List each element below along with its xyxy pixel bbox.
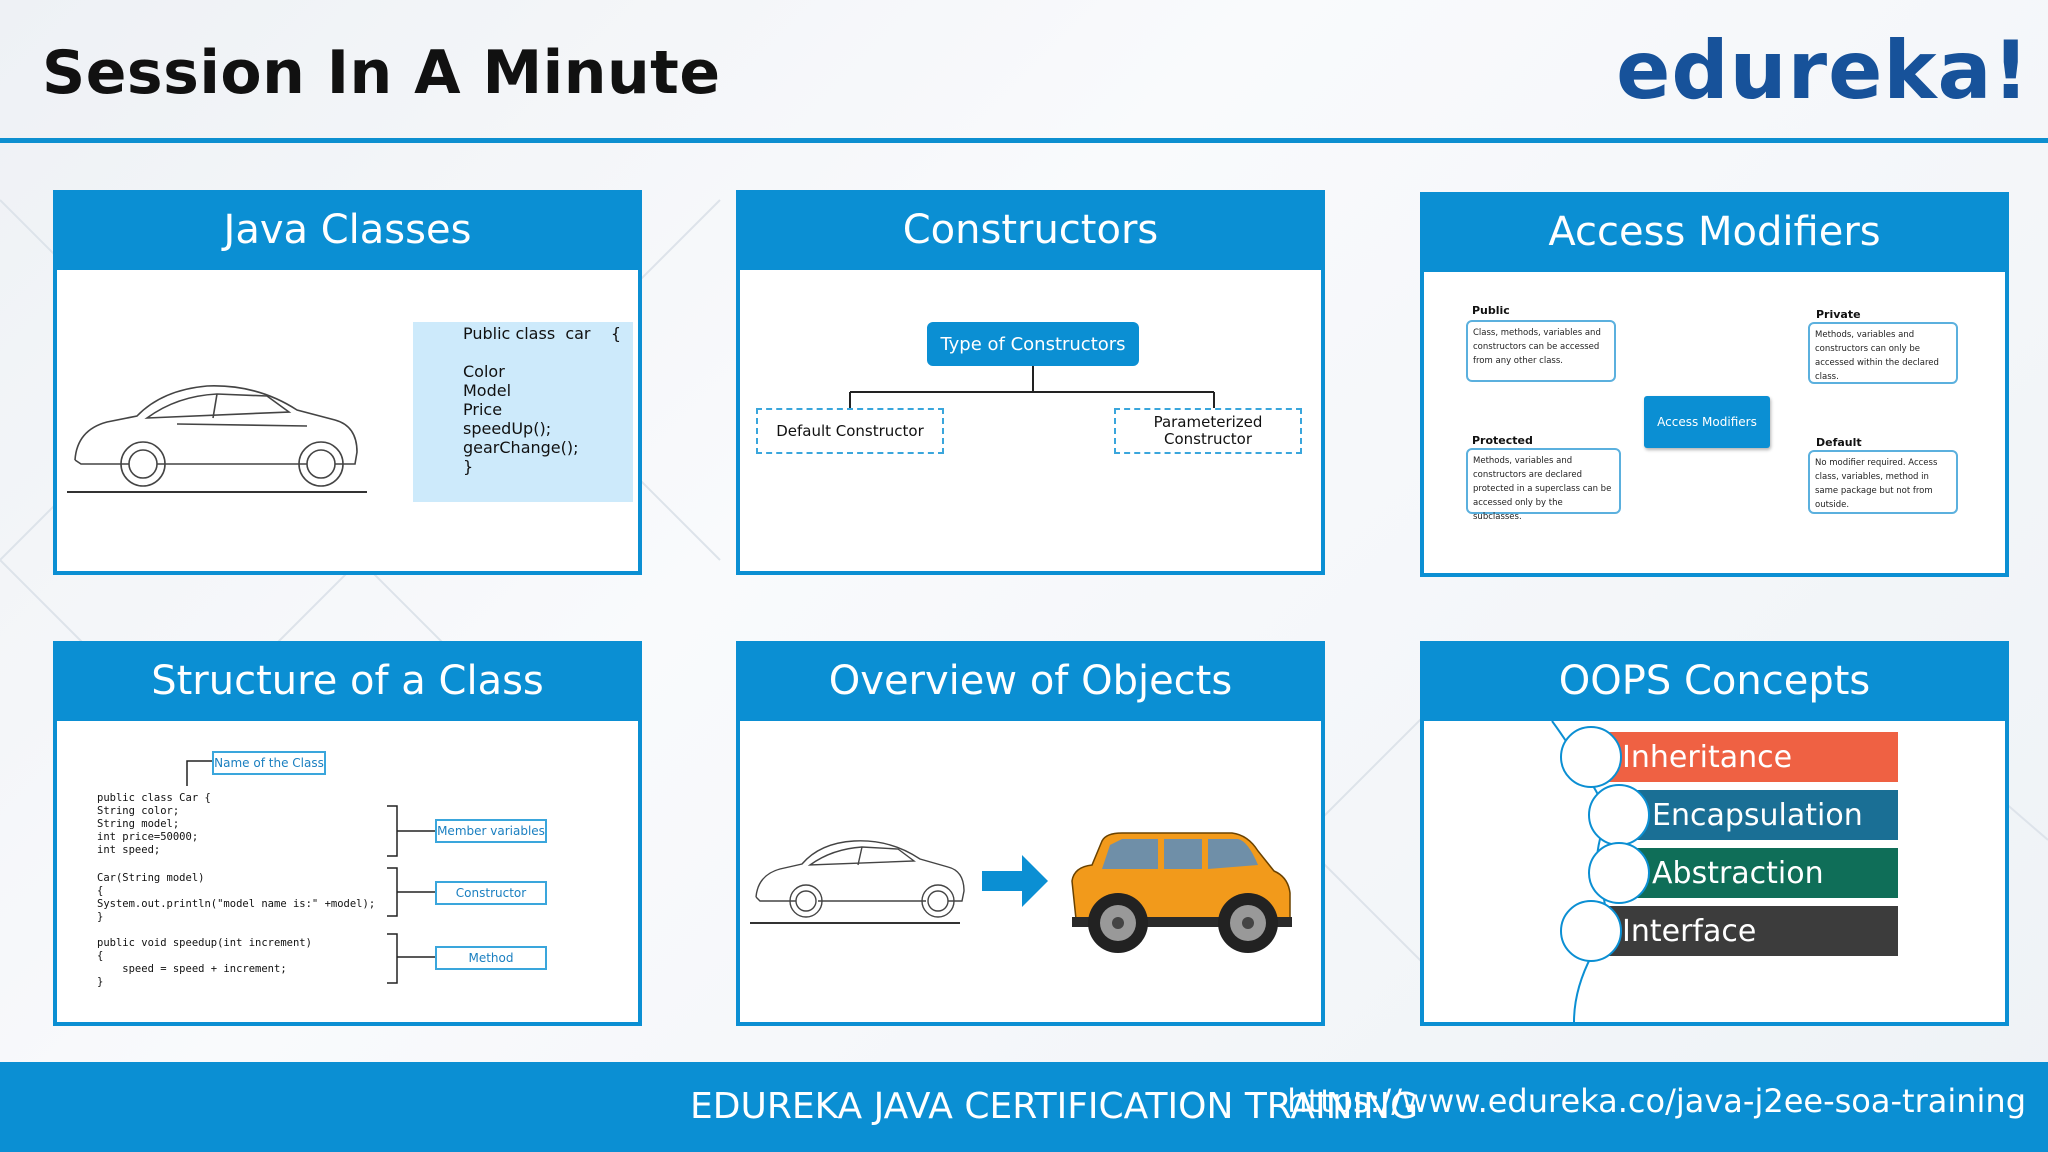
oops-item-inheritance: Inheritance: [1588, 732, 1898, 782]
card-title: OOPS Concepts: [1558, 658, 1871, 704]
class-code-box: Public class car { Color Model Price spe…: [413, 322, 633, 502]
card-body: Inheritance Encapsulation Abstraction In…: [1424, 721, 2005, 1022]
card-title: Overview of Objects: [828, 658, 1233, 704]
code-line: Model: [463, 381, 512, 400]
protected-label: Protected: [1472, 434, 1533, 447]
constructor-label: Constructor: [435, 881, 547, 905]
parameterized-constructor-box: Parameterized Constructor: [1114, 408, 1302, 454]
code-line: Color: [463, 362, 505, 381]
oops-item-interface: Interface: [1588, 906, 1898, 956]
bracket-lines: [186, 760, 435, 984]
default-label: Default: [1816, 436, 1862, 449]
card-body: public class Car { String color; String …: [57, 721, 638, 1022]
code-line: public class Car {: [97, 792, 211, 804]
code-line: }: [97, 911, 104, 923]
page-title: Session In A Minute: [42, 38, 721, 108]
circle-marker-icon: [1588, 842, 1650, 904]
constructors-type-box: Type of Constructors: [927, 322, 1139, 366]
code-line: }: [97, 976, 104, 988]
edureka-logo: edureka!: [1616, 24, 2030, 117]
circle-marker-icon: [1588, 784, 1650, 846]
card-access-modifiers: Access Modifiers Public Class, methods, …: [1420, 192, 2009, 577]
arrow-right-icon: [982, 855, 1048, 907]
code-line: Price: [463, 400, 503, 419]
card-body: Public class car { Color Model Price spe…: [57, 270, 638, 571]
code-line: Car(String model): [97, 872, 205, 884]
connector-lines: [849, 366, 1215, 408]
card-body: [740, 721, 1321, 1022]
private-description: Methods, variables and constructors can …: [1808, 322, 1958, 384]
protected-description: Methods, variables and constructors are …: [1466, 448, 1621, 522]
card-java-classes: Java Classes Public class car { Color Mo…: [53, 190, 642, 575]
name-of-class-label: Name of the Class: [212, 751, 326, 775]
method-label: Method: [435, 946, 547, 970]
card-title: Java Classes: [223, 207, 472, 253]
card-title: Structure of a Class: [151, 658, 544, 704]
access-modifiers-center-box: Access Modifiers: [1644, 396, 1770, 448]
member-variables-label: Member variables: [435, 819, 547, 843]
footer-course-title: EDUREKA JAVA CERTIFICATION TRAINING: [690, 1086, 1418, 1127]
code-line: String color;: [97, 805, 180, 817]
card-structure-of-class: Structure of a Class public class Car { …: [53, 641, 642, 1026]
card-body: Type of Constructors Default Constructor…: [740, 270, 1321, 571]
card-constructors: Constructors Type of Constructors Defaul…: [736, 190, 1325, 575]
parameterized-line-1: Parameterized: [1153, 413, 1263, 431]
code-line: }: [463, 457, 474, 476]
public-label: Public: [1472, 304, 1510, 317]
code-line: int price=50000;: [97, 831, 199, 843]
default-description: No modifier required. Access class, vari…: [1808, 450, 1958, 514]
code-line: String model;: [97, 818, 180, 830]
public-description: Class, methods, variables and constructo…: [1466, 320, 1616, 382]
car-sketch-icon: [67, 385, 367, 493]
orange-car-icon: [1071, 832, 1292, 953]
header-divider: [0, 138, 2048, 143]
default-constructor-box: Default Constructor: [756, 408, 944, 454]
oops-item-encapsulation: Encapsulation: [1616, 790, 1898, 840]
circle-marker-icon: [1560, 900, 1622, 962]
card-overview-of-objects: Overview of Objects: [736, 641, 1325, 1026]
car-sketch-icon: [750, 840, 965, 924]
oops-item-abstraction: Abstraction: [1616, 848, 1898, 898]
code-line: {: [97, 950, 104, 962]
private-label: Private: [1816, 308, 1861, 321]
card-title: Access Modifiers: [1548, 209, 1881, 255]
header: Session In A Minute edureka!: [0, 0, 2048, 140]
parameterized-line-2: Constructor: [1163, 430, 1252, 448]
footer-url-link[interactable]: https://www.edureka.co/java-j2ee-soa-tra…: [1287, 1082, 2026, 1120]
code-line: gearChange();: [463, 438, 579, 457]
code-line: Public class car {: [463, 324, 622, 343]
card-body: Public Class, methods, variables and con…: [1424, 272, 2005, 573]
code-line: System.out.println("model name is:" +mod…: [97, 898, 376, 910]
footer: EDUREKA JAVA CERTIFICATION TRAINING http…: [0, 1062, 2048, 1152]
code-line: {: [97, 885, 104, 897]
card-oops-concepts: OOPS Concepts Inheritance Encapsulation …: [1420, 641, 2009, 1026]
code-line: speedUp();: [463, 419, 552, 438]
circle-marker-icon: [1560, 726, 1622, 788]
code-line: public void speedup(int increment): [97, 937, 312, 949]
code-line: int speed;: [97, 844, 161, 856]
card-title: Constructors: [902, 207, 1159, 253]
code-line: speed = speed + increment;: [97, 963, 287, 975]
